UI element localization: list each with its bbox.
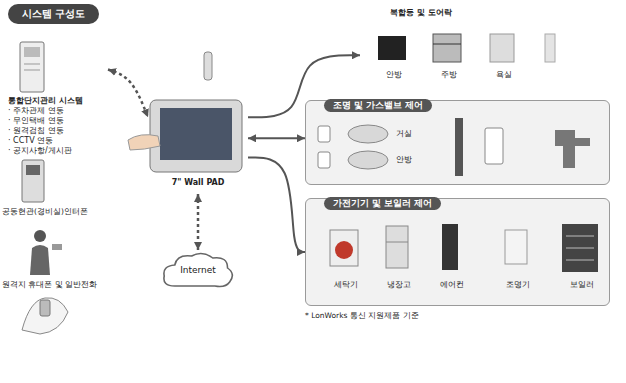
group-box: 복합등 및 도어락안방주방욕실 [360, 8, 614, 94]
server-icon [24, 70, 40, 71]
phone-icon [52, 244, 62, 250]
node-heading: 통합단지관리 시스템 [8, 96, 106, 106]
hand-stylus [128, 135, 160, 150]
server-icon [24, 47, 40, 57]
intercom-icon [26, 165, 40, 175]
device-icon [378, 36, 406, 60]
device-icon [433, 34, 461, 62]
device-label: 공동현관(경비실)인터폰 [2, 207, 88, 217]
control-panel: 가전기기 및 보일러 제어세탁기냉장고에어컨 조명기 보일러 [305, 198, 610, 306]
node-heading: 가전기기 및 보일러 제어 [324, 197, 441, 210]
connector [248, 158, 305, 252]
device-icon [490, 34, 514, 62]
control-panel: 조명 및 가스밸브 제어거실안방 [305, 100, 610, 185]
device-label: 원격지 휴대폰 및 일반전화 [2, 280, 97, 290]
light-controller-icon [505, 230, 527, 264]
connector [248, 137, 305, 139]
aircon-icon [442, 224, 458, 270]
connector [197, 194, 200, 250]
device-item: 안방 [368, 32, 420, 84]
fridge-icon [386, 226, 408, 268]
connector [108, 70, 148, 118]
washer-icon [335, 241, 353, 259]
node-heading: 조명기 [490, 280, 546, 290]
node-text: · CCTV 연동 [8, 136, 106, 146]
node-heading: 보일러 [554, 280, 610, 290]
node-text: · 무인택배 연동 [8, 116, 106, 126]
lamp-icon [348, 151, 388, 169]
boiler-icon [566, 236, 594, 237]
boiler-icon [566, 260, 594, 261]
intercom-icon [22, 160, 44, 202]
panel-ground [305, 100, 610, 185]
person-icon [30, 245, 50, 275]
cloud-outline [164, 253, 232, 286]
gas-valve-icon [555, 130, 590, 168]
person-icon [34, 230, 46, 242]
lamp-icon [348, 125, 388, 143]
system-box: 통합단지관리 시스템· 주차관제 연동· 무인택배 연동· 원격검침 연동· C… [4, 40, 108, 158]
node-heading: 안방 [396, 155, 424, 165]
fridge-icon [386, 242, 408, 243]
node-heading: 냉장고 [371, 280, 427, 290]
device-icon [545, 34, 555, 62]
node-text: · 주차관제 연동 [8, 106, 106, 116]
node-heading: 욕실 [478, 70, 530, 80]
controller-icon [485, 128, 503, 164]
diagram-title: 시스템 구성도 [8, 4, 99, 24]
device-icon [433, 44, 461, 45]
washer-icon [330, 230, 358, 266]
handset-icon [204, 52, 212, 80]
node-heading: 주방 [423, 70, 475, 80]
node-heading: 거실 [396, 129, 424, 139]
appliance-item: 에어컨 [424, 224, 480, 294]
server-icon [24, 64, 40, 65]
wallpad-screen [160, 108, 232, 160]
node-heading: 세탁기 [318, 280, 374, 290]
appliance-item: 세탁기 [318, 224, 374, 294]
node-heading: Internet [164, 265, 232, 276]
switch-icon [318, 126, 330, 142]
appliance-item: 보일러 [554, 224, 610, 294]
footnote: * LonWorks 통신 지원제품 기준 [305, 311, 419, 321]
boiler-icon [566, 248, 594, 249]
node-text: · 공지사항/게시판 [8, 146, 106, 156]
server-icon [20, 42, 44, 92]
hand-phone-icon [22, 298, 68, 334]
boiler-icon [562, 224, 598, 272]
divider-bar [455, 118, 463, 176]
room-item: 안방 [312, 149, 426, 171]
internet-cloud: Internet [160, 250, 236, 292]
appliance-item: 조명기 [490, 224, 546, 294]
device-item: 욕실 [478, 32, 530, 84]
appliance-item: 냉장고 [371, 224, 427, 294]
device-item: 주방 [423, 32, 475, 84]
wallpad-device [150, 100, 242, 172]
node-heading: 복합등 및 도어락 [390, 8, 610, 18]
node-heading: 7" Wall PAD [148, 178, 248, 188]
panel-ground [305, 198, 610, 306]
node-text: · 원격검침 연동 [8, 126, 106, 136]
room-item: 거실 [312, 123, 426, 145]
node-heading: 에어컨 [424, 280, 480, 290]
hand-phone-icon [40, 300, 50, 316]
switch-icon [318, 152, 330, 168]
node-heading: 조명 및 가스밸브 제어 [324, 99, 432, 112]
wallpad-box: 7" Wall PAD [148, 98, 248, 194]
node-heading: 안방 [368, 70, 420, 80]
